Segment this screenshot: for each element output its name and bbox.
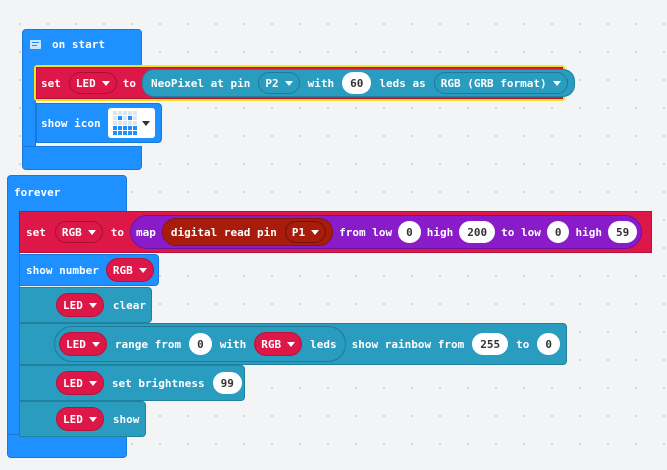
to-low-label: to low [501, 225, 541, 239]
led-show-block[interactable]: LED show [19, 401, 146, 437]
led-grid-icon [112, 111, 137, 135]
clear-label: clear [112, 298, 146, 312]
to-low-field[interactable]: 0 [546, 221, 570, 243]
digital-read-pin-label: digital read pin [170, 225, 277, 239]
show-label: show [112, 412, 140, 426]
led-variable-dropdown[interactable]: LED [68, 72, 117, 94]
high-label-2: high [575, 225, 602, 239]
map-block[interactable]: map digital read pin P1 from low 0 high … [130, 215, 643, 249]
neopixel-create-block[interactable]: NeoPixel at pin P2 with 60 leds as RGB (… [142, 69, 575, 97]
on-start-block[interactable] [22, 29, 142, 69]
leds-label: leds [310, 337, 337, 351]
led-clear-block[interactable]: LED clear [19, 287, 152, 323]
range-block[interactable]: LED range from 0 with RGB leds [54, 326, 346, 362]
from-high-field[interactable]: 200 [459, 221, 496, 243]
led-variable-reporter[interactable]: LED [56, 371, 104, 395]
map-label: map [136, 225, 156, 239]
from-low-field[interactable]: 0 [398, 221, 421, 243]
led-variable-reporter[interactable]: LED [59, 332, 107, 356]
set-led-block[interactable]: set LED to NeoPixel at pin P2 with 60 le… [36, 67, 575, 99]
leds-as-label: leds as [379, 76, 426, 90]
show-icon-label: show icon [41, 116, 101, 130]
with-label: with [219, 337, 247, 351]
forever-block[interactable] [7, 175, 127, 215]
rgb-variable-reporter[interactable]: RGB [105, 258, 154, 282]
show-number-block[interactable]: show number RGB [19, 254, 159, 286]
on-start-label: on start [52, 38, 105, 51]
set-rgb-block[interactable]: set RGB to map digital read pin P1 from … [19, 211, 652, 253]
show-rainbow-label: show rainbow from [351, 337, 465, 351]
neopixel-label: NeoPixel at pin [151, 76, 251, 90]
forever-footer [7, 434, 127, 458]
pin-p2-dropdown[interactable]: P2 [258, 72, 300, 94]
on-start-body-spine [22, 65, 36, 149]
rgb-format-dropdown[interactable]: RGB (GRB format) [433, 72, 568, 94]
rgb-variable-dropdown[interactable]: RGB [54, 221, 103, 243]
rainbow-from-field[interactable]: 255 [472, 333, 509, 355]
rainbow-to-field[interactable]: 0 [537, 333, 560, 355]
comment-icon [30, 40, 41, 49]
to-high-field[interactable]: 59 [607, 221, 638, 243]
rgb-variable-reporter[interactable]: RGB [254, 332, 303, 356]
show-number-label: show number [26, 263, 99, 277]
set-brightness-block[interactable]: LED set brightness 99 [19, 365, 245, 401]
set-brightness-label: set brightness [111, 376, 205, 390]
led-count-field[interactable]: 60 [342, 72, 372, 94]
set-label: set [26, 225, 46, 239]
icon-picker[interactable] [107, 108, 155, 138]
to-label: to [516, 337, 530, 351]
range-from-field[interactable]: 0 [189, 333, 212, 355]
show-icon-block[interactable]: show icon [36, 103, 162, 143]
forever-label: forever [14, 186, 61, 199]
chevron-down-icon [141, 120, 150, 126]
on-start-footer [22, 146, 142, 170]
set-label: set [41, 76, 61, 90]
led-variable-reporter[interactable]: LED [56, 407, 104, 431]
with-label: with [307, 76, 335, 90]
led-variable-reporter[interactable]: LED [56, 293, 104, 317]
brightness-field[interactable]: 99 [212, 372, 242, 394]
to-label: to [122, 76, 136, 90]
digital-read-pin-block[interactable]: digital read pin P1 [161, 218, 334, 246]
to-label: to [110, 225, 124, 239]
from-low-label: from low [339, 225, 393, 239]
pin-p1-dropdown[interactable]: P1 [284, 221, 327, 243]
show-rainbow-block[interactable]: LED range from 0 with RGB leds show rain… [19, 323, 567, 365]
high-label: high [426, 225, 454, 239]
range-from-label: range from [114, 337, 182, 351]
